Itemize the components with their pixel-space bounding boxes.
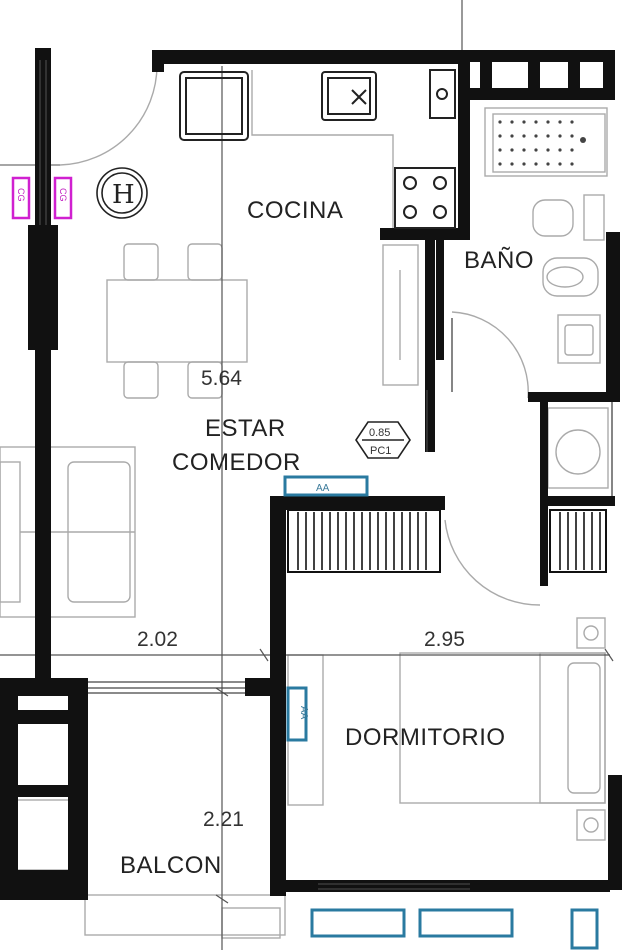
cabinet-label-left: CG xyxy=(16,188,26,202)
room-label-bano: BAÑO xyxy=(464,247,534,274)
kitchen-fixtures xyxy=(179,69,456,229)
symbols xyxy=(96,167,411,459)
walls xyxy=(0,48,622,900)
dimension-total-length: 5.64 xyxy=(201,367,242,390)
room-label-estar: ESTAR xyxy=(205,415,286,442)
room-label-cocina: COCINA xyxy=(247,197,343,224)
shower-pattern xyxy=(498,120,586,166)
furniture-lines xyxy=(0,64,609,939)
ac-label-top: AA xyxy=(316,483,330,494)
grilles xyxy=(287,509,607,573)
cabinets xyxy=(11,176,73,220)
room-label-balcon: BALCON xyxy=(120,852,222,879)
ac-units xyxy=(283,475,599,950)
room-label-dormitorio: DORMITORIO xyxy=(345,724,506,751)
cabinet-label-right: CG xyxy=(58,188,68,202)
dimension-balcony-width: 2.02 xyxy=(137,628,178,651)
window-tag-code: PC1 xyxy=(370,445,391,457)
hydrant-icon: H xyxy=(112,180,135,210)
dimension-balcony-depth: 2.21 xyxy=(203,808,244,831)
window-frames xyxy=(39,60,613,890)
dimension-lines xyxy=(0,0,614,950)
ac-label-side: AA xyxy=(298,706,309,720)
dimension-bedroom-width: 2.95 xyxy=(424,628,465,651)
window-tag-value: 0.85 xyxy=(369,427,390,439)
room-label-comedor: COMEDOR xyxy=(172,449,301,476)
